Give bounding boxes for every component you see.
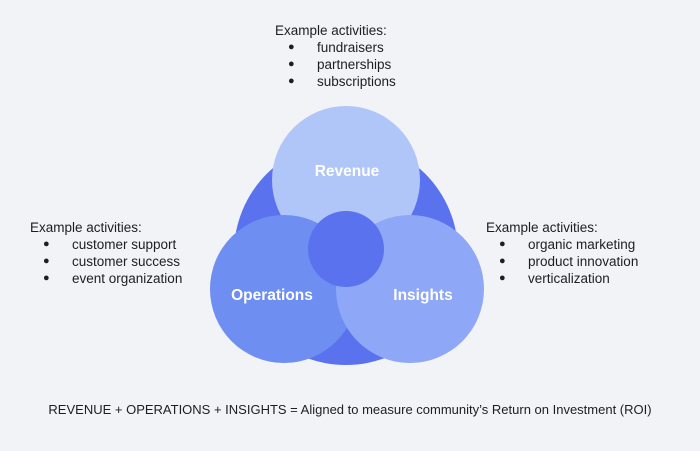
revenue-label: Revenue [315, 163, 380, 180]
list-item-label: customer support [72, 237, 177, 252]
list-item-label: partnerships [317, 57, 392, 72]
operations-label: Operations [231, 287, 313, 304]
roi-equation: REVENUE + OPERATIONS + INSIGHTS = Aligne… [48, 402, 652, 417]
list-item: ● event organization [30, 270, 182, 287]
operations-activities: Example activities: ● customer support ● c… [30, 219, 182, 287]
list-item-label: organic marketing [528, 237, 636, 252]
list-item: ● customer support [30, 236, 182, 253]
bullet-icon: ● [499, 238, 506, 250]
bullet-icon: ● [499, 255, 506, 267]
insights-label: Insights [393, 287, 452, 304]
revenue-activities: Example activities: ● fundraisers ● partne… [275, 22, 396, 90]
bullet-icon: ● [43, 238, 50, 250]
bullet-icon: ● [43, 272, 50, 284]
insights-activities: Example activities: ● organic marketing ●… [486, 219, 638, 287]
list-item: ● customer success [30, 253, 182, 270]
revenue-circle [272, 106, 420, 254]
list-item: ● fundraisers [275, 39, 396, 56]
list-item: ● product innovation [486, 253, 638, 270]
insights-activities-heading: Example activities: [486, 220, 598, 235]
revenue-activities-heading: Example activities: [275, 23, 387, 38]
list-item-label: event organization [72, 271, 183, 286]
bullet-icon: ● [288, 41, 295, 53]
revenue-activities-list: ● fundraisers ● partnerships ● subscription… [275, 39, 396, 90]
operations-activities-list: ● customer support ● customer success ● eve… [30, 236, 182, 287]
operations-activities-heading: Example activities: [30, 220, 142, 235]
list-item-label: subscriptions [317, 74, 396, 89]
list-item-label: product innovation [528, 254, 639, 269]
bullet-icon: ● [499, 272, 506, 284]
insights-activities-list: ● organic marketing ● product innovation ●… [486, 236, 638, 287]
list-item: ● verticalization [486, 270, 638, 287]
bullet-icon: ● [288, 58, 295, 70]
list-item-label: customer success [72, 254, 181, 269]
list-item: ● subscriptions [275, 73, 396, 90]
list-item-label: fundraisers [317, 40, 384, 55]
center-disc [308, 211, 384, 287]
bullet-icon: ● [43, 255, 50, 267]
list-item-label: verticalization [528, 271, 610, 286]
bullet-icon: ● [288, 75, 295, 87]
list-item: ● partnerships [275, 56, 396, 73]
list-item: ● organic marketing [486, 236, 638, 253]
